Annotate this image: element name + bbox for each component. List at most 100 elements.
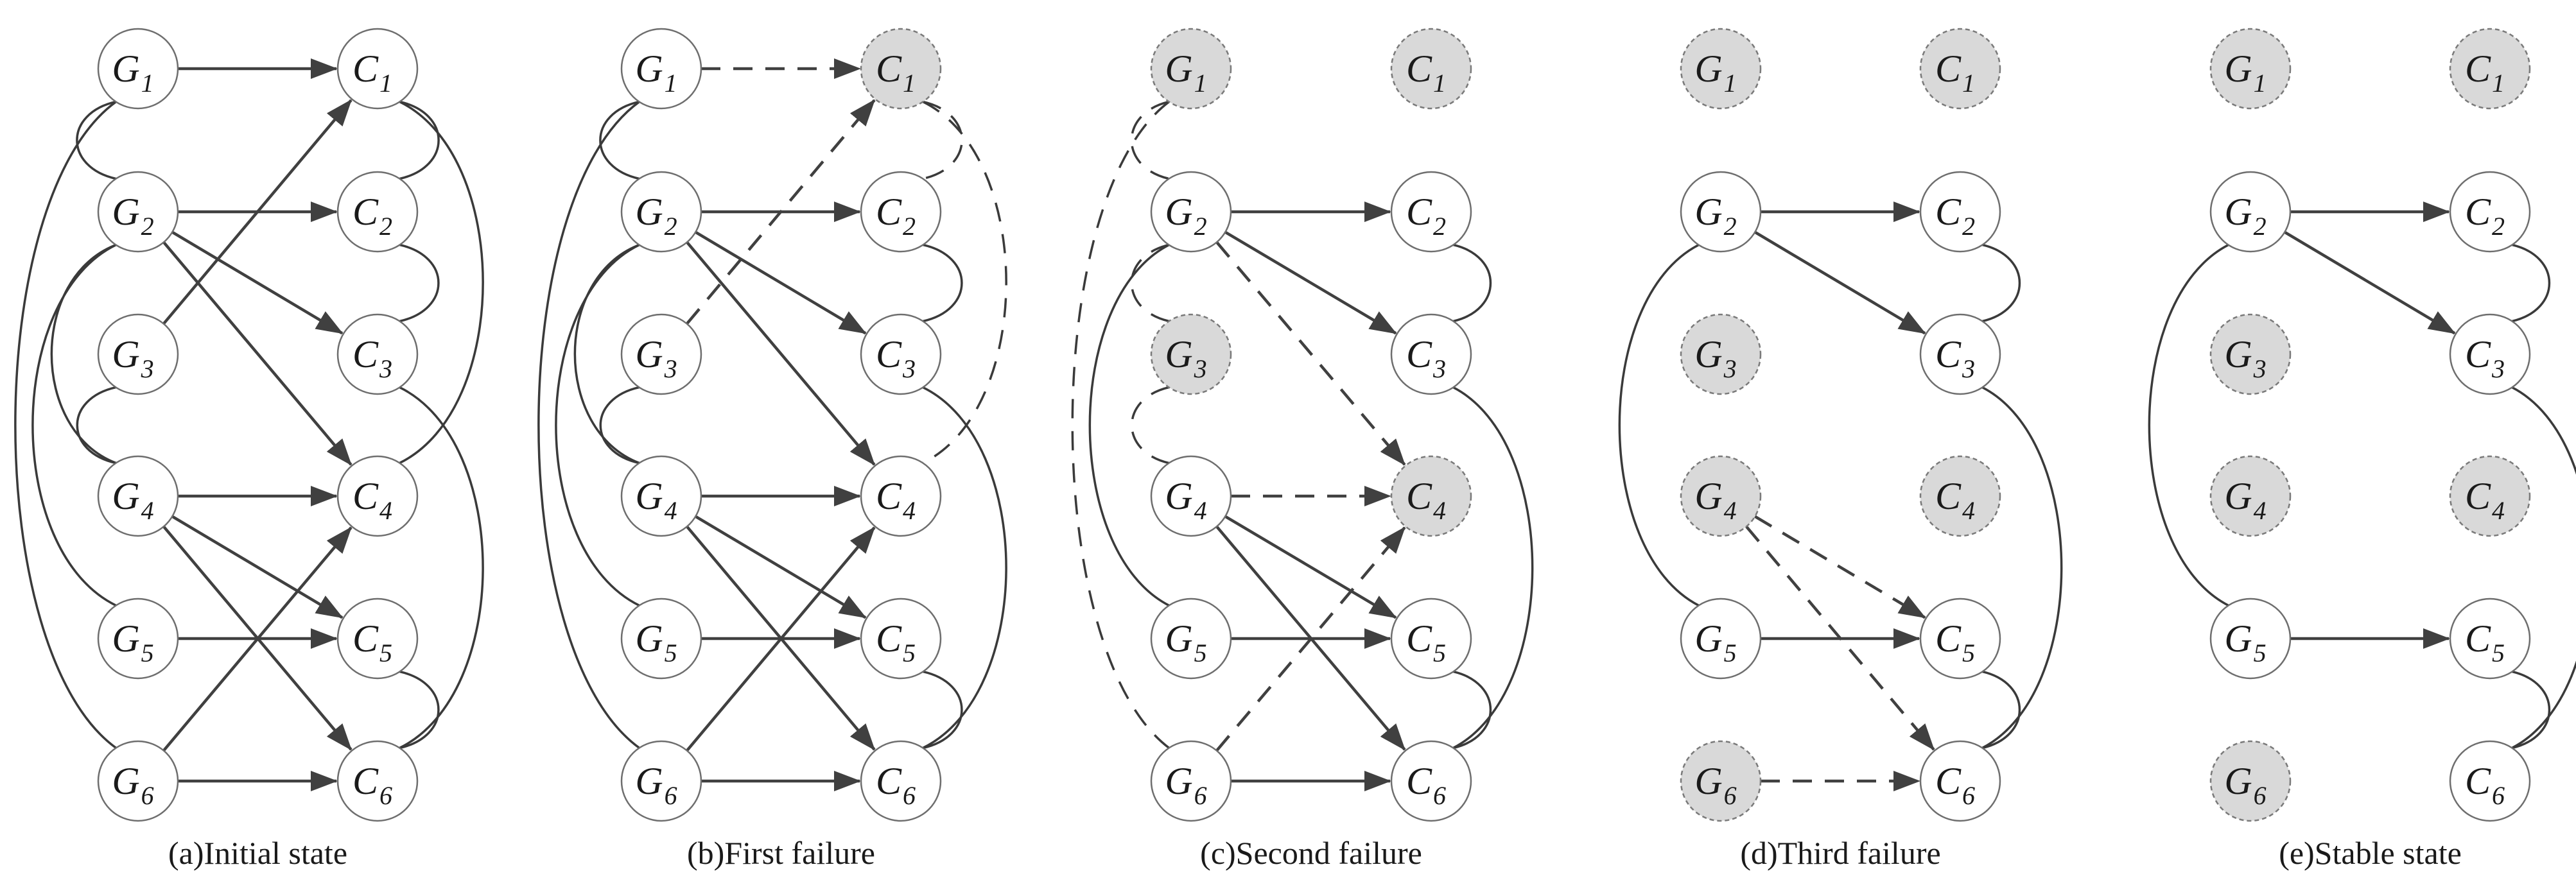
- node-c6: C6: [336, 740, 419, 822]
- node-c6: C6: [860, 740, 942, 822]
- node-c5: C5: [1919, 597, 2001, 680]
- node-circle: [2209, 171, 2292, 253]
- node-g3: G3: [2209, 313, 2292, 395]
- coupling-link-g1-g6: [14, 101, 117, 749]
- failed-node-circle: [2209, 455, 2292, 537]
- node-label: G5: [112, 617, 153, 667]
- node-circle: [97, 313, 179, 395]
- node-g5: G5: [1150, 597, 1232, 680]
- node-g5: G5: [97, 597, 179, 680]
- coupling-link-c2-c3: [1452, 243, 1492, 323]
- node-circle: [2449, 313, 2531, 395]
- failed-node-circle: [1680, 28, 1762, 110]
- node-c4: C4: [1390, 455, 1472, 537]
- node-g6: G6: [2209, 740, 2292, 822]
- node-g1: G1: [97, 28, 179, 110]
- edge-g3-c1: [162, 99, 352, 325]
- node-c4: C4: [1919, 455, 2001, 537]
- edge-g2-c3: [171, 230, 344, 335]
- coupling-link-c5-c6: [922, 670, 963, 750]
- dependency-edges: [162, 58, 352, 791]
- node-label: C2: [1406, 191, 1446, 241]
- node-g3: G3: [620, 313, 702, 395]
- node-c2: C2: [2449, 171, 2531, 253]
- node-g3: G3: [97, 313, 179, 395]
- node-c3: C3: [1919, 313, 2001, 395]
- node-g6: G6: [1680, 740, 1762, 822]
- node-c4: C4: [2449, 455, 2531, 537]
- failed-node-circle: [2209, 740, 2292, 822]
- edge-g2-c3: [1754, 230, 1926, 335]
- node-circle: [1150, 597, 1232, 680]
- coupling-link-c5-c6: [1981, 670, 2021, 750]
- coupling-link-c3-c6: [2511, 386, 2576, 750]
- coupling-link-g1-g6: [537, 101, 640, 749]
- node-circle: [1919, 597, 2001, 680]
- node-circle: [1919, 313, 2001, 395]
- node-circle: [336, 597, 419, 680]
- node-circle: [860, 171, 942, 253]
- node-label: C1: [1935, 47, 1975, 98]
- node-c3: C3: [336, 313, 419, 395]
- coupling-links: [537, 100, 1007, 750]
- node-circle: [1390, 597, 1472, 680]
- edge-g4-c5: [1754, 515, 1926, 619]
- node-circle: [860, 313, 942, 395]
- edge-g6-c4: [162, 526, 352, 752]
- node-g2: G2: [2209, 171, 2292, 253]
- coupling-link-c3-c6: [1452, 386, 1534, 750]
- node-g2: G2: [620, 171, 702, 253]
- coupling-link-g2-g4: [573, 243, 640, 465]
- node-g1: G1: [2209, 28, 2292, 110]
- coupling-link-g2-g5: [555, 243, 640, 607]
- node-g5: G5: [2209, 597, 2292, 680]
- panel-caption: (b)First failure: [687, 835, 875, 871]
- failed-node-circle: [2449, 455, 2531, 537]
- coupling-link-g2-g4: [50, 243, 117, 465]
- edge-g4-c5: [695, 515, 867, 619]
- node-circle: [336, 455, 419, 537]
- node-label: G1: [1694, 47, 1736, 98]
- coupling-link-g1-g2: [599, 100, 640, 180]
- node-circle: [1680, 171, 1762, 253]
- node-c3: C3: [1390, 313, 1472, 395]
- node-label: G1: [635, 47, 677, 98]
- coupling-link-g3-g4: [1130, 386, 1170, 465]
- node-label: G3: [112, 333, 153, 383]
- node-c5: C5: [860, 597, 942, 680]
- node-label: G3: [2224, 333, 2266, 383]
- coupling-link-g2-g3: [1130, 243, 1170, 323]
- panel-caption: (e)Stable state: [2279, 835, 2462, 871]
- edge-g2-c4: [686, 241, 876, 466]
- node-g6: G6: [1150, 740, 1232, 822]
- node-c6: C6: [1390, 740, 1472, 822]
- coupling-link-g1-g2: [1130, 100, 1170, 180]
- edge-g6-c4: [686, 526, 876, 752]
- coupling-link-c3-c6: [1981, 386, 2063, 750]
- node-g4: G4: [620, 455, 702, 537]
- dependency-edges: [686, 58, 876, 791]
- edge-g4-c5: [1224, 515, 1397, 619]
- node-circle: [1680, 597, 1762, 680]
- node-c2: C2: [1390, 171, 1472, 253]
- node-c3: C3: [860, 313, 942, 395]
- failed-node-circle: [2209, 28, 2292, 110]
- node-c1: C1: [2449, 28, 2531, 110]
- failed-node-circle: [2209, 313, 2292, 395]
- node-circle: [1919, 740, 2001, 822]
- failed-node-circle: [1680, 740, 1762, 822]
- failed-node-circle: [2449, 28, 2531, 110]
- node-g2: G2: [1680, 171, 1762, 253]
- coupling-link-g2-g5: [1088, 243, 1170, 607]
- node-circle: [97, 455, 179, 537]
- node-g2: G2: [1150, 171, 1232, 253]
- failed-node-circle: [1680, 313, 1762, 395]
- failed-node-circle: [1390, 455, 1472, 537]
